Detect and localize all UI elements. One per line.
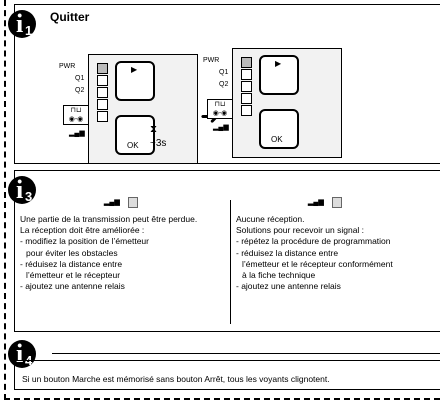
q3-led	[241, 93, 252, 104]
q2-label: Q2	[75, 87, 85, 94]
section-signal-panel	[14, 170, 440, 332]
ok-button[interactable]: OK	[259, 109, 299, 149]
top-button[interactable]: ▶	[115, 61, 155, 101]
q4-led	[241, 105, 252, 116]
device-before: PWR Q1 Q2 ⊓⊔◉-◉ ▂▄▆ ▶ OK	[59, 54, 198, 164]
pwr-led	[97, 63, 108, 74]
weak-signal-icon: ▂▄▆	[104, 199, 120, 206]
section4-rule	[52, 353, 440, 354]
press-duration: ~3s	[150, 138, 167, 149]
hourglass-icon: ⧗	[150, 124, 158, 135]
q1-label: Q1	[219, 69, 229, 76]
dashed-border-bottom	[4, 398, 440, 400]
q2-led	[241, 81, 252, 92]
mode-icon: ⊓⊔◉-◉	[207, 99, 233, 119]
pwr-label: PWR	[203, 57, 220, 64]
weak-signal-text: Une partie de la transmission peut être …	[20, 214, 198, 292]
q4-led	[97, 111, 108, 122]
led-off-icon	[332, 197, 342, 208]
section-quit-panel	[14, 4, 440, 164]
section4-panel	[14, 360, 440, 390]
q2-led	[97, 87, 108, 98]
device-after: PWR Q1 Q2 ⊓⊔◉-◉ ▂▄▆ ▶ OK	[203, 48, 342, 158]
dashed-border-left	[4, 0, 6, 400]
mode-icon: ⊓⊔◉-◉	[63, 105, 89, 125]
no-signal-text: Aucune réception. Solutions pour recevoi…	[236, 214, 393, 292]
column-divider	[230, 200, 231, 324]
pwr-led	[241, 57, 252, 68]
q2-label: Q2	[219, 81, 229, 88]
section4-text: Si un bouton Marche est mémorisé sans bo…	[22, 374, 330, 384]
signal-icon: ▂▄▆	[213, 124, 229, 131]
q1-led	[241, 69, 252, 80]
pwr-label: PWR	[59, 63, 76, 70]
q1-led-blinking	[97, 75, 108, 86]
signal-icon: ▂▄▆	[69, 130, 85, 137]
q1-label: Q1	[75, 75, 85, 82]
no-signal-icon: ▂▄▆	[308, 199, 324, 206]
q3-led-blinking	[97, 99, 108, 110]
ok-button-pressed[interactable]: OK	[115, 115, 155, 155]
section-title: Quitter	[50, 10, 90, 24]
top-button[interactable]: ▶	[259, 55, 299, 95]
led-blinking-icon	[128, 197, 138, 208]
